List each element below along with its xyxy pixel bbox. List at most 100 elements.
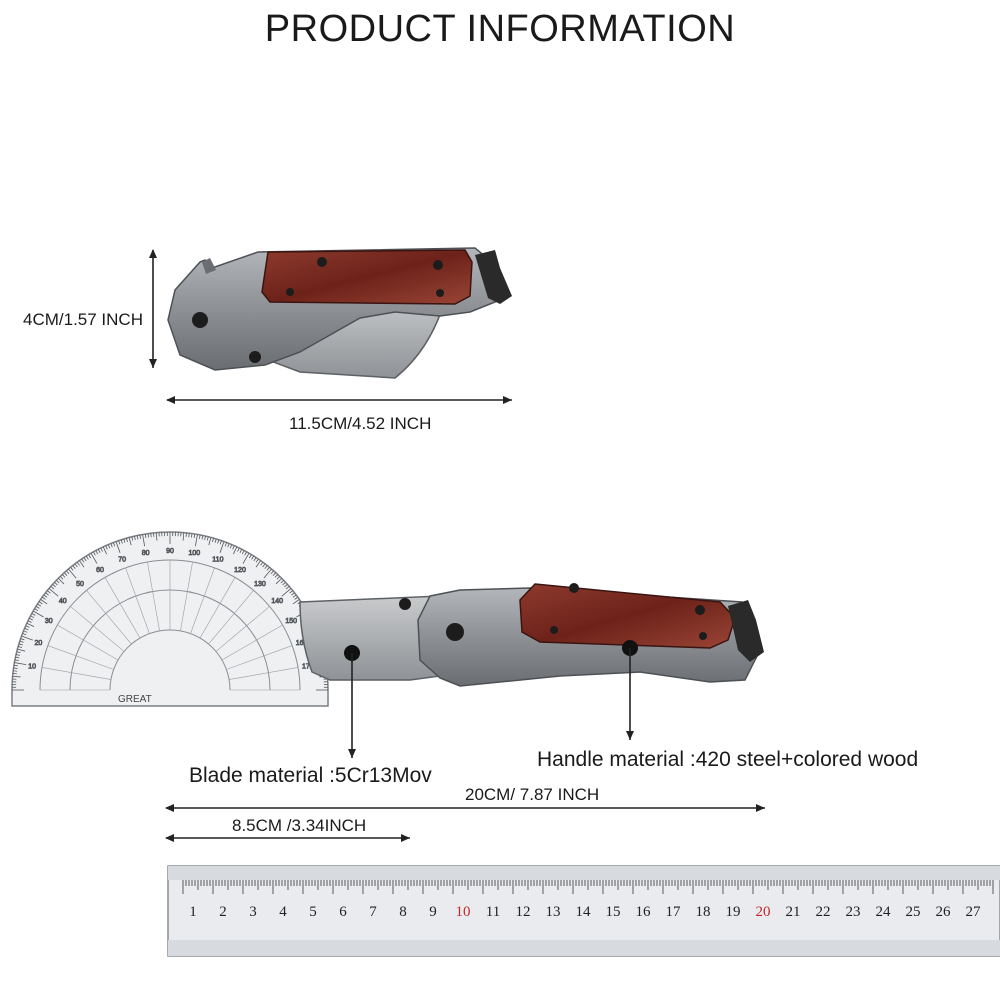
protractor-tick [194,534,198,547]
protractor-tick [237,547,240,552]
protractor-tick [79,560,85,568]
protractor-tick [16,651,21,654]
protractor-tick [15,656,20,659]
protractor-tick [59,576,64,580]
ruler-number: 15 [606,904,621,920]
protractor-tick [219,540,222,545]
protractor-tick [155,532,158,541]
protractor-tick [262,563,266,568]
protractor-spoke [147,561,160,631]
protractor-tick [292,599,300,605]
protractor-tick [31,613,36,616]
page-title: PRODUCT INFORMATION [264,8,736,50]
closed-knife [167,247,512,379]
protractor-tick [13,664,18,667]
protractor-tick [22,633,27,636]
ruler-number: 5 [309,904,317,920]
protractor-tick [255,558,259,563]
protractor-tick [81,558,85,563]
ruler-number: 10 [456,904,471,920]
closed-height-label: 4CM/1.57 INCH [23,310,143,329]
protractor-tick [76,561,80,566]
protractor-tick [123,538,126,543]
protractor-tick [120,539,123,544]
ruler-number: 25 [906,904,921,920]
protractor-tick [105,545,108,550]
protractor-tick [212,538,214,543]
ruler-number: 11 [486,904,500,920]
protractor-number: 130 [254,581,266,588]
protractor-tick [139,534,142,539]
protractor-tick [29,617,33,621]
protractor-number: 80 [142,550,150,557]
ruler-number: 23 [846,904,861,920]
protractor-spoke [190,567,215,634]
protractor-tick [274,574,279,578]
protractor-tick [23,630,28,633]
protractor-tick [74,563,78,568]
protractor-spoke [41,667,111,680]
protractor-number: 60 [96,567,104,574]
protractor-tick [12,675,21,678]
protractor-tick [289,590,294,594]
protractor-tick [20,638,25,641]
protractor-tick [100,547,103,552]
protractor-tick [214,538,217,543]
protractor-tick [13,667,18,669]
protractor-tick [27,620,32,623]
ruler-number: 22 [816,904,831,920]
protractor-tick [182,532,185,541]
protractor-tick [21,635,33,641]
protractor-tick [57,577,65,585]
protractor-tick [102,546,107,555]
protractor-tick [90,552,98,564]
protractor-tick [26,622,35,627]
blade-length-label: 8.5CM /3.34INCH [232,816,367,835]
ruler-number: 16 [636,904,652,920]
protractor-tick [285,586,290,590]
ruler-number: 21 [786,904,801,920]
protractor-spoke [208,590,254,645]
protractor-spoke [57,624,119,661]
protractor-number: 20 [35,640,43,647]
protractor-number: 120 [234,567,246,574]
protractor-number: 150 [285,618,297,625]
ruler-number: 12 [516,904,531,920]
protractor-label: GREAT [118,694,152,705]
protractor-tick [281,588,292,597]
protractor-tick [142,534,146,547]
ruler-number: 27 [966,904,982,920]
ruler-number: 17 [666,904,682,920]
protractor-number: 30 [45,618,53,625]
ruler-number: 8 [399,904,407,920]
protractor-tick [115,541,121,553]
protractor-spoke [221,624,283,661]
protractor-tick [291,592,295,596]
protractor-tick [198,534,201,539]
protractor-tick [224,542,227,547]
protractor-tick [131,536,134,541]
protractor-tick [263,568,272,579]
ruler-number: 6 [339,904,347,920]
protractor-tick [128,537,132,546]
protractor-spoke [47,645,114,670]
protractor-tick [126,538,128,543]
protractor-tick [144,533,147,538]
protractor-tick [294,596,299,600]
protractor-number: 140 [271,598,283,605]
protractor-number: 40 [59,598,67,605]
protractor-number: 170 [302,664,314,671]
protractor-tick [248,554,252,559]
protractor-spoke [70,606,125,652]
protractor-tick [38,601,43,605]
protractor-spoke [226,645,293,670]
protractor-spoke [86,590,132,645]
protractor-tick [46,590,51,594]
protractor-number: 70 [118,556,126,563]
ruler-number: 1 [189,904,197,920]
handle-material-label: Handle material :420 steel+colored wood [537,748,919,771]
protractor-tick [118,540,121,545]
